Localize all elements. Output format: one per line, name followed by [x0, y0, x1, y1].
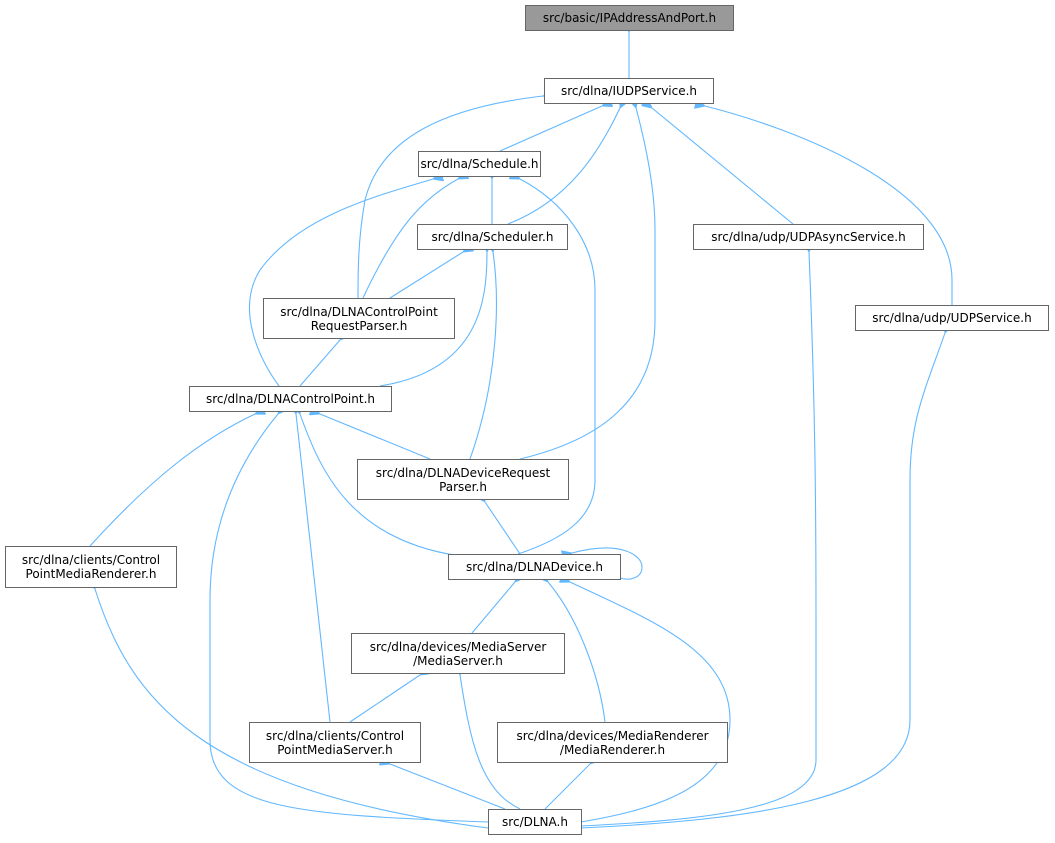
- edge-controlpoint-to-schedule: [249, 179, 433, 387]
- node-label: src/dlna/Schedule.h: [420, 157, 539, 171]
- edge-udpservice-to-iudp: [705, 106, 953, 305]
- node-dlnacontrolpoint[interactable]: src/dlna/DLNAControlPoint.h: [189, 386, 392, 412]
- node-label: src/DLNA.h: [502, 815, 568, 829]
- edge-cprequestparser-to-scheduler: [389, 252, 463, 299]
- edge-mediaserver-to-dlnadevice: [471, 582, 515, 634]
- node-label-line1: src/dlna/DLNADeviceRequest: [375, 465, 551, 480]
- node-label: src/dlna/IUDPService.h: [560, 84, 698, 98]
- node-scheduler[interactable]: src/dlna/Scheduler.h: [417, 224, 568, 250]
- node-label-line2: /MediaServer.h: [413, 653, 503, 668]
- node-label-line1: src/dlna/devices/MediaServer: [369, 639, 547, 654]
- node-label: src/dlna/udp/UDPService.h: [872, 311, 1032, 325]
- edge-cpmediaserver-to-controlpoint: [296, 414, 331, 723]
- edge-cprequestparser-to-schedule: [362, 179, 458, 299]
- edge-controlpoint-to-scheduler: [379, 252, 487, 387]
- edge-dlnadevice-self-loop: [572, 547, 643, 580]
- node-label-line1: src/dlna/clients/Control: [265, 728, 405, 743]
- edge-udpasync-to-iudp: [652, 108, 794, 225]
- edge-dlna-to-udpservice: [580, 333, 945, 829]
- edge-schedule-to-iudp: [499, 106, 602, 152]
- edge-dlna-to-mediarenderer: [544, 764, 590, 810]
- edge-dlnadevice-to-schedule: [518, 179, 596, 555]
- edge-dlnadevice-to-controlpoint: [300, 414, 461, 557]
- edge-scheduler-to-iudp: [507, 108, 620, 225]
- edge-cpmediaserver-to-mediaserver: [349, 675, 420, 723]
- node-label: src/dlna/DLNAControlPoint.h: [205, 392, 375, 406]
- edge-dlna-to-mediaserver: [460, 675, 521, 810]
- edge-dlna-to-cpmediarenderer: [95, 589, 489, 829]
- node-label-line2: PointMediaRenderer.h: [25, 567, 157, 581]
- node-label-line2: RequestParser.h: [310, 318, 408, 333]
- node-schedule[interactable]: src/dlna/Schedule.h: [418, 151, 541, 177]
- node-label-line1: src/dlna/devices/MediaRenderer: [516, 728, 709, 743]
- edge-mediarenderer-to-dlnadevice: [548, 582, 606, 723]
- node-label-line2: PointMediaServer.h: [277, 742, 393, 757]
- edge-dlna-to-dlnadevice: [570, 582, 731, 823]
- node-dlnadevice[interactable]: src/dlna/DLNADevice.h: [448, 554, 621, 580]
- edge-devicerequestparser-to-scheduler: [469, 252, 496, 460]
- edge-dlna-to-udpasync: [580, 252, 817, 827]
- edge-cpmediarenderer-to-controlpoint: [89, 414, 255, 547]
- node-label: src/dlna/Scheduler.h: [431, 230, 554, 244]
- node-mediaserver[interactable]: src/dlna/devices/MediaServer/MediaServer…: [351, 633, 565, 674]
- edge-devicerequestparser-to-iudp: [519, 108, 656, 460]
- node-label-line2: Parser.h: [439, 479, 487, 494]
- node-iudpservice[interactable]: src/dlna/IUDPService.h: [544, 78, 714, 104]
- edge-dlnadevice-to-devicerequestparser: [485, 502, 521, 555]
- edge-controlpoint-to-cprequestparser: [299, 340, 340, 387]
- edge-dlna-to-cpmediaserver: [390, 764, 506, 810]
- node-ipaddressandport[interactable]: src/basic/IPAddressAndPort.h: [525, 5, 734, 31]
- node-label-line2: /MediaRenderer.h: [559, 742, 666, 757]
- node-dlna[interactable]: src/DLNA.h: [488, 809, 582, 835]
- node-label: src/basic/IPAddressAndPort.h: [542, 11, 717, 25]
- node-label-line1: src/dlna/clients/Control: [21, 553, 161, 567]
- node-label: src/dlna/udp/UDPAsyncService.h: [711, 230, 906, 244]
- edge-cprequestparser-to-iudp: [357, 96, 543, 299]
- node-label-line1: src/dlna/DLNAControlPoint: [280, 304, 438, 319]
- node-label: src/dlna/DLNADevice.h: [465, 560, 604, 574]
- node-udpasyncservice[interactable]: src/dlna/udp/UDPAsyncService.h: [693, 224, 924, 250]
- edge-devicerequestparser-to-controlpoint: [320, 414, 431, 460]
- node-udpservice[interactable]: src/dlna/udp/UDPService.h: [855, 305, 1049, 331]
- node-mediarenderer[interactable]: src/dlna/devices/MediaRenderer/MediaRend…: [497, 722, 728, 763]
